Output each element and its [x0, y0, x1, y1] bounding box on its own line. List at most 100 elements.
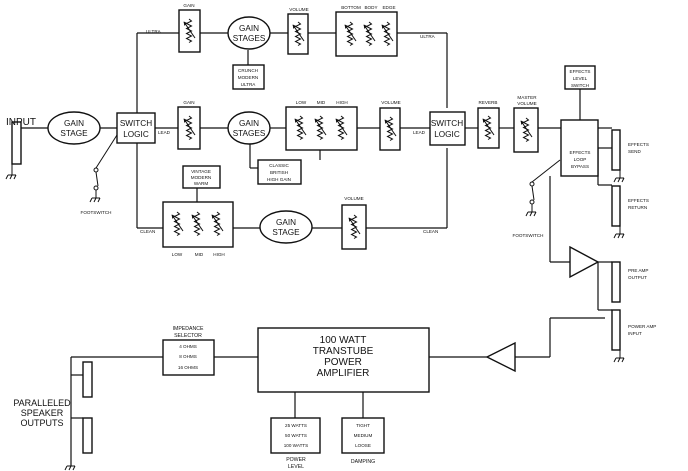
svg-text:STAGE: STAGE [60, 129, 88, 138]
svg-text:DAMPING: DAMPING [351, 459, 375, 465]
svg-text:MID: MID [195, 252, 204, 257]
svg-text:TIGHT: TIGHT [356, 423, 370, 428]
pre-amp-output-jack: PRE AMP OUTPUT [611, 261, 648, 303]
damping-box: TIGHT MEDIUM LOOSE DAMPING [341, 417, 385, 465]
svg-text:LOGIC: LOGIC [434, 130, 460, 139]
svg-text:4 OHMS: 4 OHMS [179, 344, 197, 349]
input-jack: INPUT [5, 117, 36, 180]
clean-mode-box: VINTAGE MODERN WARM [182, 165, 221, 189]
speaker-output-jack-1 [82, 361, 93, 398]
svg-text:TRANSTUBE: TRANSTUBE [313, 346, 374, 357]
effects-loop-bypass: EFFECTS LOOP BYPASS [560, 119, 599, 177]
svg-text:STAGES: STAGES [233, 129, 266, 138]
svg-text:VINTAGE: VINTAGE [191, 169, 211, 174]
svg-text:MEDIUM: MEDIUM [354, 433, 373, 438]
svg-text:RETURN: RETURN [628, 205, 647, 210]
lead-gain-pot: GAIN [177, 100, 201, 150]
svg-text:VOLUME: VOLUME [517, 101, 536, 106]
svg-text:CRUNCH: CRUNCH [238, 68, 258, 73]
svg-text:OUTPUTS: OUTPUTS [20, 418, 63, 428]
svg-text:SWITCH: SWITCH [431, 119, 463, 128]
svg-text:LEVEL: LEVEL [288, 464, 304, 470]
svg-text:POWER AMP: POWER AMP [628, 324, 656, 329]
effects-level-switch: EFFECTS LEVEL SWITCH [564, 65, 596, 90]
clean-gain-stage: GAIN STAGE [259, 210, 313, 244]
svg-text:LEVEL: LEVEL [573, 76, 588, 81]
impedance-selector: IMPEDANCE SELECTOR 4 OHMS 8 OHMS 16 OHMS [162, 326, 215, 376]
svg-text:EFFECTS: EFFECTS [628, 142, 649, 147]
svg-text:EDGE: EDGE [382, 5, 395, 10]
svg-text:GAIN: GAIN [276, 218, 296, 227]
svg-text:100 WATT: 100 WATT [320, 335, 367, 346]
speaker-output-jack-2 [82, 417, 93, 454]
svg-text:IMPEDANCE: IMPEDANCE [173, 326, 204, 332]
svg-text:AMPLIFIER: AMPLIFIER [317, 368, 370, 379]
svg-text:VOLUME: VOLUME [344, 196, 363, 201]
svg-text:CLASSIC: CLASSIC [269, 163, 289, 168]
svg-text:BOTTOM: BOTTOM [341, 5, 361, 10]
preamp-buffer [569, 245, 600, 279]
svg-text:SELECTOR: SELECTOR [174, 333, 202, 339]
svg-text:VOLUME: VOLUME [289, 7, 308, 12]
svg-text:BRITISH: BRITISH [270, 170, 288, 175]
svg-text:GAIN: GAIN [239, 24, 259, 33]
svg-text:16 OHMS: 16 OHMS [178, 365, 198, 370]
footswitch-left: FOOTSWITCH [81, 167, 112, 215]
svg-text:PRE AMP: PRE AMP [628, 268, 648, 273]
svg-text:HIGH: HIGH [336, 100, 347, 105]
svg-text:LOOSE: LOOSE [355, 443, 371, 448]
lead-mode-box: CLASSIC BRITISH HIGH GAIN [257, 159, 302, 185]
master-volume-pot: MASTER VOLUME [513, 95, 539, 153]
svg-text:FOOTSWITCH: FOOTSWITCH [513, 233, 544, 238]
lead-volume-pot: VOLUME [379, 100, 401, 151]
svg-text:MODERN: MODERN [191, 175, 211, 180]
svg-text:HIGH GAIN: HIGH GAIN [267, 177, 291, 182]
power-amplifier: 100 WATT TRANSTUBE POWER AMPLIFIER [257, 327, 430, 393]
svg-text:MODERN: MODERN [238, 75, 258, 80]
svg-text:GAIN: GAIN [183, 100, 194, 105]
svg-text:FOOTSWITCH: FOOTSWITCH [81, 210, 112, 215]
svg-text:EFFECTS: EFFECTS [570, 150, 591, 155]
svg-text:MASTER: MASTER [517, 95, 537, 100]
svg-text:25 WATTS: 25 WATTS [285, 423, 307, 428]
svg-text:BYPASS: BYPASS [571, 164, 589, 169]
crunch-mode-box: CRUNCH MODERN ULTRA [232, 64, 265, 90]
clean-volume-pot: VOLUME [341, 196, 367, 250]
svg-text:SEND: SEND [628, 149, 641, 154]
svg-text:WARM: WARM [194, 181, 209, 186]
svg-text:MID: MID [317, 100, 326, 105]
clean-label-right: CLEAN [423, 229, 438, 234]
svg-text:8 OHMS: 8 OHMS [179, 354, 197, 359]
svg-text:PARALLELED: PARALLELED [13, 398, 71, 408]
svg-text:100 WATTS: 100 WATTS [284, 443, 309, 448]
svg-text:POWER: POWER [324, 357, 362, 368]
ultra-label-left: ULTRA [146, 29, 162, 34]
svg-text:SWITCH: SWITCH [120, 119, 152, 128]
svg-text:EFFECTS: EFFECTS [570, 69, 591, 74]
svg-text:50 WATTS: 50 WATTS [285, 433, 307, 438]
svg-text:LOW: LOW [172, 252, 183, 257]
svg-text:LOGIC: LOGIC [123, 130, 149, 139]
svg-text:GAIN: GAIN [183, 3, 194, 8]
svg-text:LOW: LOW [296, 100, 307, 105]
power-amp-input-jack: POWER AMP INPUT [611, 309, 656, 363]
input-label: INPUT [6, 117, 36, 128]
svg-text:STAGES: STAGES [233, 34, 266, 43]
ultra-eq-pots: BOTTOM BODY EDGE [335, 5, 398, 57]
ultra-gain-stages: GAIN STAGES [227, 16, 271, 50]
power-level-box: 25 WATTS 50 WATTS 100 WATTS POWER LEVEL [270, 417, 321, 470]
svg-text:STAGE: STAGE [272, 228, 300, 237]
svg-text:REVERB: REVERB [479, 100, 498, 105]
lead-label-left: LEAD [158, 130, 171, 135]
speaker-outputs-label: PARALLELED SPEAKER OUTPUTS [13, 398, 71, 428]
lead-eq-pots: LOW MID HIGH [285, 100, 358, 151]
effects-send-jack: EFFECTS SEND [611, 129, 649, 183]
svg-text:GAIN: GAIN [64, 119, 84, 128]
svg-text:EFFECTS: EFFECTS [628, 198, 649, 203]
signal-wires [21, 32, 612, 466]
switch-logic-right: SWITCH LOGIC [429, 111, 466, 146]
svg-text:LOOP: LOOP [574, 157, 587, 162]
effects-return-jack: EFFECTS RETURN [611, 185, 649, 239]
reverb-pot: REVERB [477, 100, 500, 149]
